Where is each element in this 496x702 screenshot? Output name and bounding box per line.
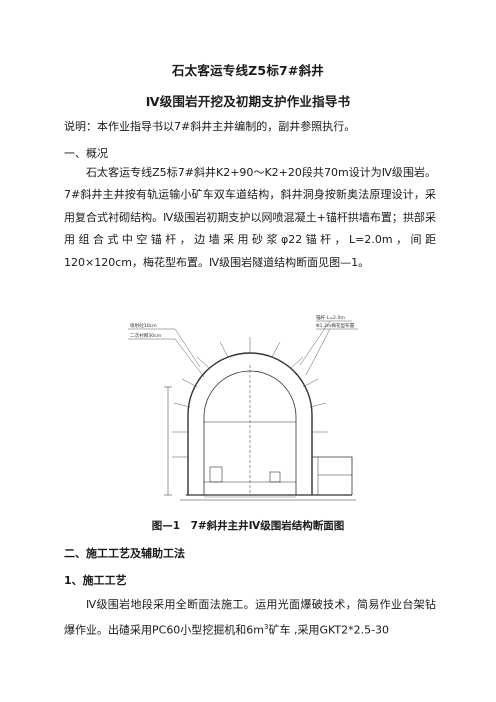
section2-1-text-part2: 矿车 ,采用GKT2*2.5-30 [268, 624, 390, 638]
figure-caption: 图—1 7#斜井主井Ⅳ级围岩结构断面图 [151, 520, 345, 532]
tunnel-cross-section-diagram: 喷射砼10cm 二次衬砌30cm 锚杆 L=2.0m Φ1.2m梅花型布置 [128, 314, 358, 501]
diagram-label-bolt: 锚杆 L=2.0m [316, 314, 345, 321]
section2-1-heading: 1、施工工艺 [64, 574, 127, 587]
diagram-label-bolt-layout: Φ1.2m梅花型布置 [316, 322, 355, 329]
document-title-line1: 石太客运专线Z5标7#斜井 [171, 63, 325, 78]
section2-1-paragraph: Ⅳ级围岩地段采用全断面法施工。运用光面爆破技术，简易作业台架钻爆作业。出碴采用P… [64, 594, 436, 642]
section1-heading: 一、概况 [64, 147, 108, 160]
document-title-line2: Ⅳ级围岩开挖及初期支护作业指导书 [145, 94, 351, 109]
diagram-label-shotcrete: 喷射砼10cm [130, 322, 157, 329]
section1-paragraph: 石太客运专线Z5标7#斜井K2+90～K2+20段共70m设计为Ⅳ级围岩。7#斜… [64, 166, 436, 269]
section2-1-superscript: 3 [264, 623, 269, 632]
diagram-label-secondary-lining: 二次衬砌30cm [130, 332, 162, 339]
section2-heading: 二、施工工艺及辅助工法 [64, 547, 185, 560]
section2-1-text-part1: Ⅳ级围岩地段采用全断面法施工。运用光面爆破技术，简易作业台架钻爆作业。出碴采用P… [64, 598, 436, 638]
note-line: 说明：本作业指导书以7#斜井主井编制的，副井参照执行。 [64, 120, 356, 133]
